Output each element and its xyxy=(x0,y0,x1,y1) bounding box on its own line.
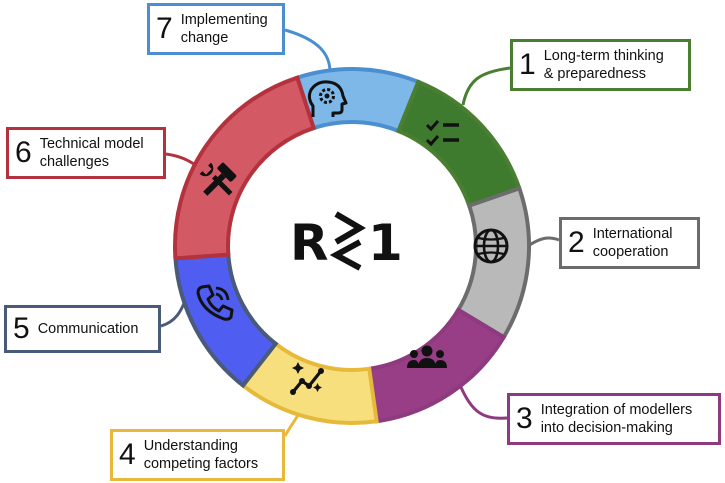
connector-7 xyxy=(284,28,332,73)
center-r-letter: R xyxy=(290,214,329,272)
tools-icon xyxy=(199,162,237,196)
connector-2 xyxy=(527,236,560,248)
item-2-box: 2 International cooperation xyxy=(559,217,700,269)
item-7-number: 7 xyxy=(156,12,173,45)
item-1-label: Long-term thinking & preparedness xyxy=(543,47,664,82)
item-7-label: Implementing change xyxy=(180,11,268,46)
item-2-number: 2 xyxy=(568,226,585,259)
connector-1 xyxy=(461,66,511,106)
greater-less-symbol xyxy=(330,211,366,271)
item-4-box: 4 Understanding competing factors xyxy=(110,429,285,481)
item-6-number: 6 xyxy=(15,136,32,169)
item-1-number: 1 xyxy=(519,48,536,81)
item-5-box: 5 Communication xyxy=(4,305,161,353)
item-5-number: 5 xyxy=(13,312,30,345)
connector-6 xyxy=(165,152,198,168)
item-2-label: International cooperation xyxy=(592,225,673,260)
item-3-label: Integration of modellers into decision-m… xyxy=(540,401,693,436)
ring-segment-1 xyxy=(395,79,522,209)
item-7-box: 7 Implementing change xyxy=(147,3,285,55)
item-6-box: 6 Technical model challenges xyxy=(6,127,166,179)
head-gear-icon xyxy=(307,80,348,117)
globe-icon xyxy=(473,228,509,264)
phone-call-icon xyxy=(196,284,234,321)
item-3-number: 3 xyxy=(516,402,533,435)
people-group-icon xyxy=(407,345,447,368)
ring-segment-6 xyxy=(173,75,317,261)
item-4-label: Understanding competing factors xyxy=(143,437,259,472)
checklist-icon xyxy=(425,120,459,147)
item-1-box: 1 Long-term thinking & preparedness xyxy=(510,39,691,91)
center-one-digit: 1 xyxy=(368,214,403,272)
item-6-label: Technical model challenges xyxy=(39,135,144,170)
trend-sparkle-icon xyxy=(290,362,324,395)
item-4-number: 4 xyxy=(119,438,136,471)
item-3-box: 3 Integration of modellers into decision… xyxy=(507,393,721,445)
item-5-label: Communication xyxy=(37,320,139,337)
center-formula: R 1 xyxy=(290,210,410,280)
